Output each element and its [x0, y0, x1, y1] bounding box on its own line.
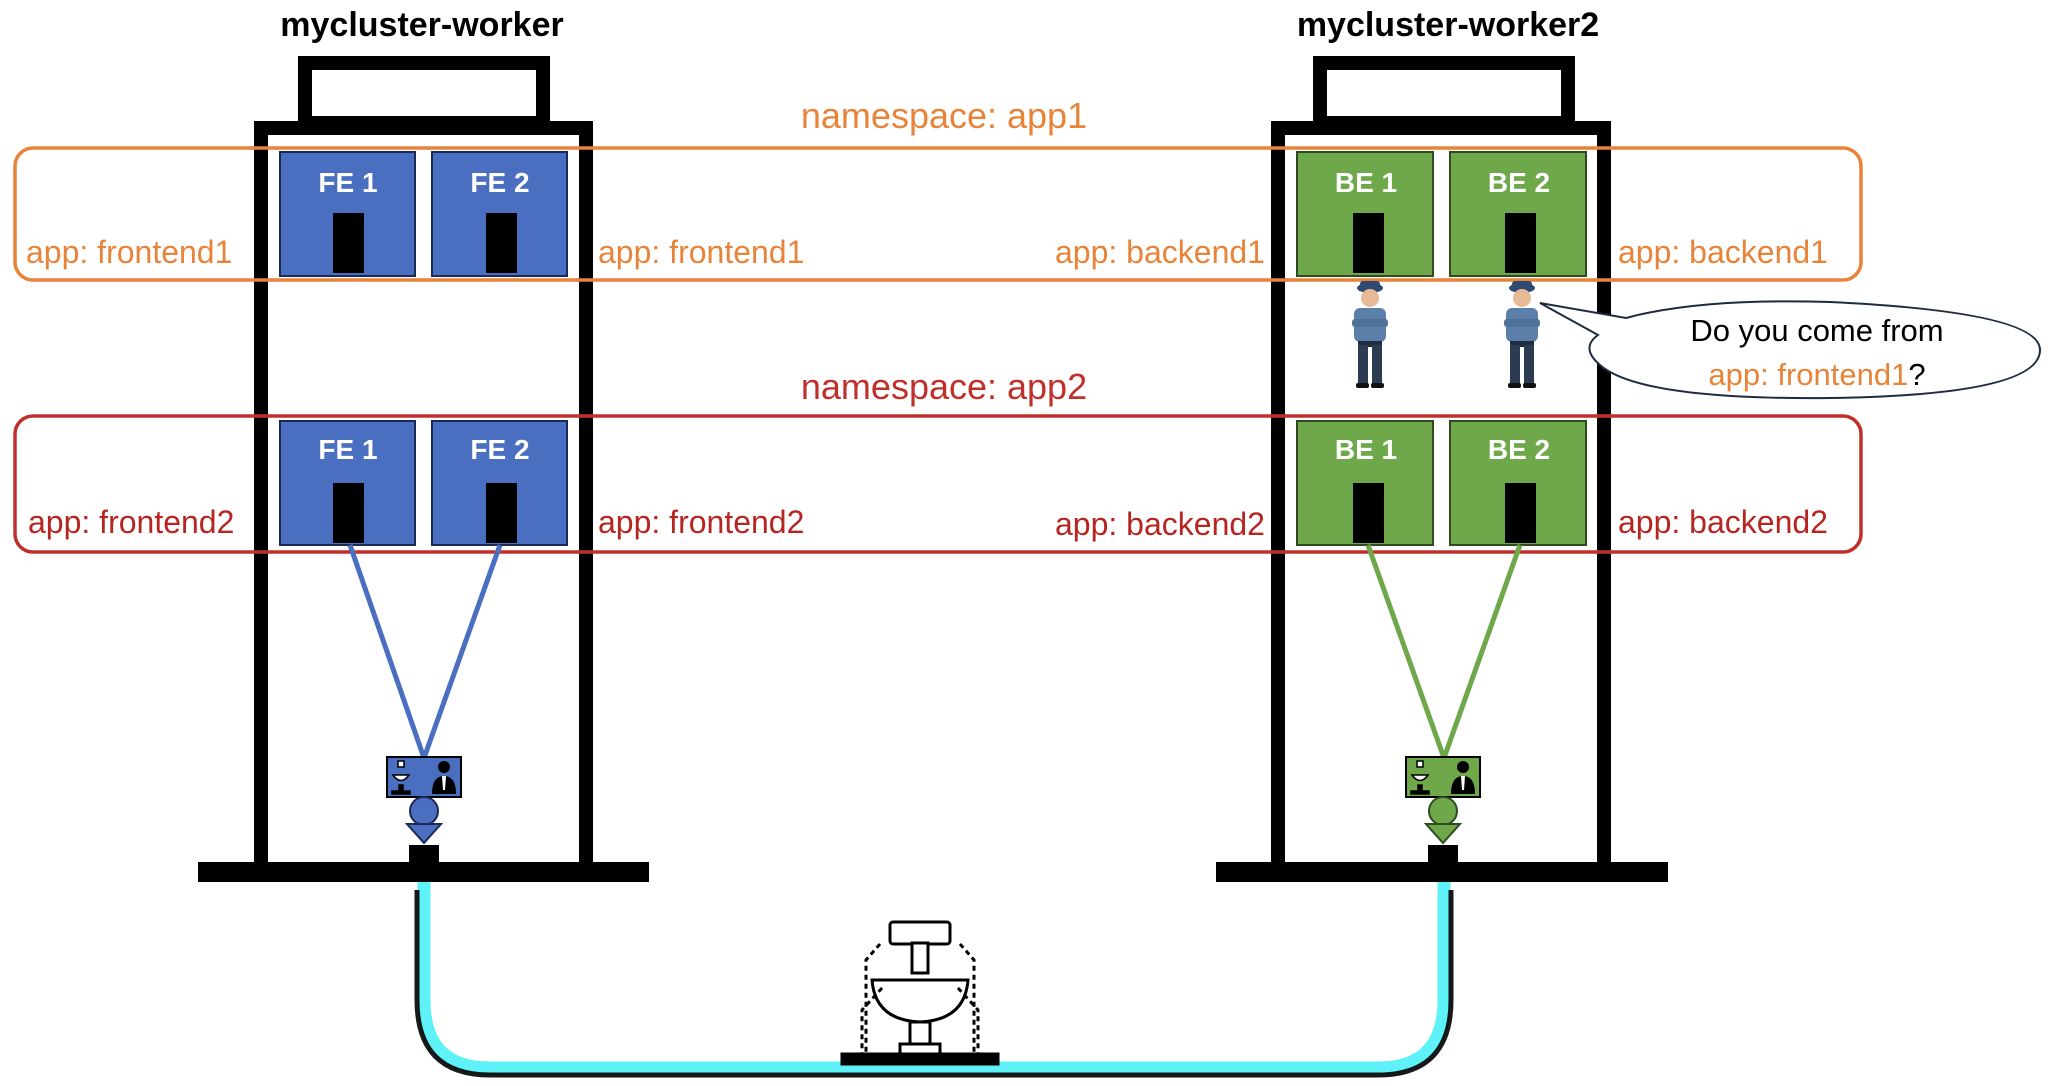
pod-fe1-app2: FE 1: [279, 420, 416, 546]
label-backend2-left: app: backend2: [1055, 506, 1265, 542]
svg-text:FE 1: FE 1: [318, 434, 377, 465]
pod-be1-app2: BE 1: [1296, 420, 1434, 546]
pod-fe2-app1: FE 2: [431, 151, 568, 277]
pod-fe2-app2: FE 2: [431, 420, 568, 546]
pod-be1-app1: BE 1: [1296, 151, 1434, 277]
fe2-link: [421, 544, 503, 759]
node-right-title: mycluster-worker2: [1297, 6, 1599, 44]
router-right: [1405, 756, 1481, 845]
fountain-icon: [391, 760, 411, 795]
node-left-title: mycluster-worker: [280, 6, 563, 44]
router-left: [386, 756, 462, 845]
pod-fe1-app1: FE 1: [279, 151, 416, 277]
label-backend2-right: app: backend2: [1618, 504, 1828, 540]
be2-link: [1441, 544, 1523, 759]
network-pipe: [417, 848, 1451, 1075]
fountain-icon: [840, 920, 1000, 1066]
namespace-app1-label: namespace: app1: [801, 95, 1087, 136]
namespace-app1-box: [13, 146, 1863, 282]
label-backend1-right: app: backend1: [1618, 234, 1828, 270]
label-frontend2-left: app: frontend2: [28, 504, 234, 540]
label-backend1-left: app: backend1: [1055, 234, 1265, 270]
pod-be2-app1: BE 2: [1449, 151, 1587, 277]
namespace-app2-label: namespace: app2: [801, 366, 1087, 407]
svg-text:FE 2: FE 2: [470, 167, 529, 198]
namespace-app2-box: [13, 414, 1863, 554]
fountain-icon: [1410, 760, 1430, 795]
security-guard-icon: [1352, 281, 1388, 388]
network-pipe-outline: [414, 890, 1454, 1078]
fe1-link: [347, 544, 427, 759]
person-icon: [1451, 761, 1475, 794]
person-icon: [432, 761, 456, 794]
label-frontend1-right: app: frontend1: [598, 234, 804, 270]
svg-text:BE 1: BE 1: [1335, 434, 1397, 465]
security-guard-icon: [1504, 281, 1540, 388]
svg-text:BE 2: BE 2: [1488, 167, 1550, 198]
svg-text:BE 2: BE 2: [1488, 434, 1550, 465]
be1-link: [1365, 544, 1447, 759]
svg-text:BE 1: BE 1: [1335, 167, 1397, 198]
label-frontend2-right: app: frontend2: [598, 504, 804, 540]
pod-be2-app2: BE 2: [1449, 420, 1587, 546]
svg-text:FE 1: FE 1: [318, 167, 377, 198]
svg-text:Do you come from: Do you come from: [1690, 313, 1943, 348]
svg-text:app: frontend1?: app: frontend1?: [1708, 357, 1925, 392]
label-frontend1-left: app: frontend1: [26, 234, 232, 270]
svg-text:FE 2: FE 2: [470, 434, 529, 465]
node-left: [198, 56, 649, 882]
speech-bubble: Do you come from app: frontend1?: [1539, 300, 2042, 400]
node-right: [1216, 56, 1668, 882]
